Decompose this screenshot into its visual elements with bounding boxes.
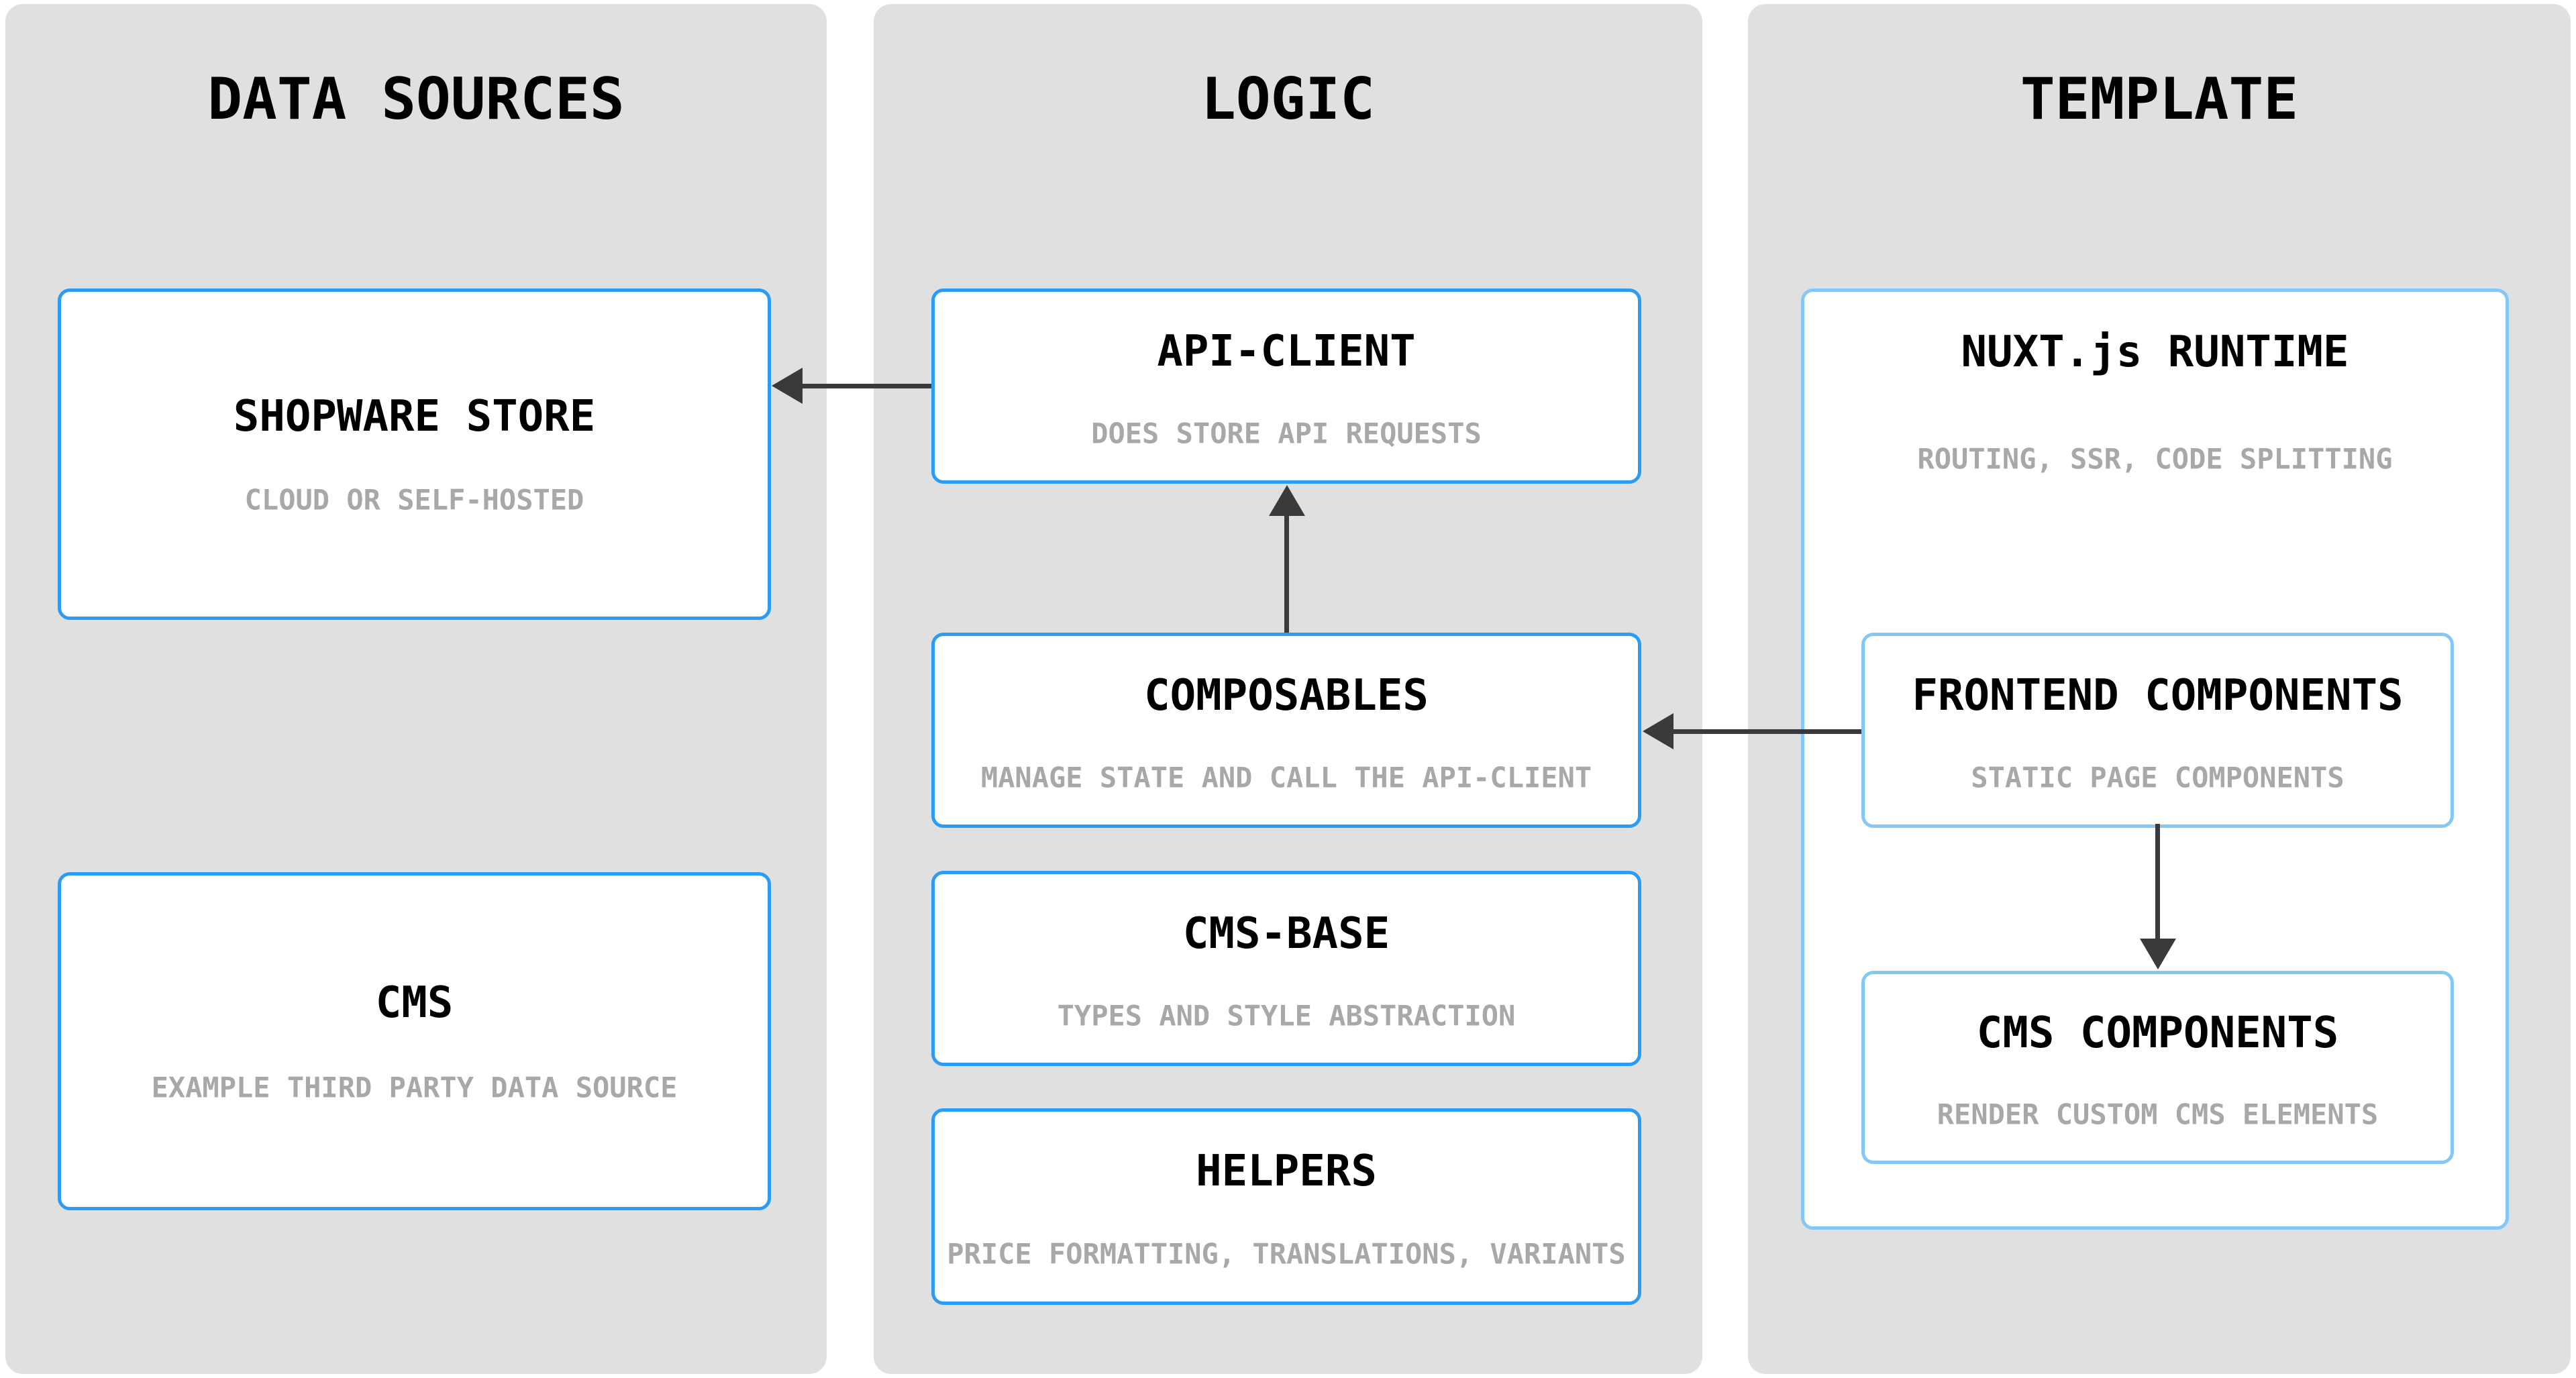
cms-box: CMS EXAMPLE THIRD PARTY DATA SOURCE <box>58 872 771 1210</box>
arrow-api-client-to-shopware-line <box>801 384 931 388</box>
nuxt-runtime-title: NUXT.js RUNTIME <box>1961 327 2349 377</box>
api-client-subtitle: DOES STORE API REQUESTS <box>1091 417 1482 450</box>
arrow-frontend-to-cms-components-head <box>2140 939 2176 969</box>
composables-subtitle: MANAGE STATE AND CALL THE API-CLIENT <box>980 761 1592 794</box>
api-client-box: API-CLIENT DOES STORE API REQUESTS <box>931 288 1641 484</box>
shopware-store-title: SHOPWARE STORE <box>233 392 596 442</box>
column-header-logic: LOGIC <box>1201 66 1375 133</box>
frontend-components-box: FRONTEND COMPONENTS STATIC PAGE COMPONEN… <box>1861 633 2454 828</box>
arrow-frontend-to-cms-components-line <box>2155 824 2160 941</box>
arrow-composables-to-api-client-line <box>1284 513 1289 633</box>
shopware-store-box: SHOPWARE STORE CLOUD OR SELF-HOSTED <box>58 288 771 620</box>
cms-components-box: CMS COMPONENTS RENDER CUSTOM CMS ELEMENT… <box>1861 971 2454 1164</box>
composables-box: COMPOSABLES MANAGE STATE AND CALL THE AP… <box>931 633 1641 828</box>
cms-subtitle: EXAMPLE THIRD PARTY DATA SOURCE <box>151 1071 678 1104</box>
arrow-composables-to-api-client-head <box>1269 485 1305 516</box>
column-header-template: TEMPLATE <box>2020 66 2299 133</box>
frontend-components-title: FRONTEND COMPONENTS <box>1912 670 2404 721</box>
arrow-api-client-to-shopware-head <box>772 368 803 404</box>
composables-title: COMPOSABLES <box>1144 670 1429 721</box>
cms-base-box: CMS-BASE TYPES AND STYLE ABSTRACTION <box>931 871 1641 1066</box>
helpers-box: HELPERS PRICE FORMATTING, TRANSLATIONS, … <box>931 1108 1641 1305</box>
nuxt-runtime-subtitle: ROUTING, SSR, CODE SPLITTING <box>1917 442 2393 476</box>
api-client-title: API-CLIENT <box>1157 326 1416 376</box>
cms-base-title: CMS-BASE <box>1182 908 1390 959</box>
shopware-store-subtitle: CLOUD OR SELF-HOSTED <box>244 483 584 517</box>
cms-components-subtitle: RENDER CUSTOM CMS ELEMENTS <box>1937 1098 2379 1130</box>
cms-title: CMS <box>375 978 454 1028</box>
cms-components-title: CMS COMPONENTS <box>1976 1008 2339 1058</box>
column-template: TEMPLATE NUXT.js RUNTIME ROUTING, SSR, C… <box>1748 4 2571 1374</box>
helpers-title: HELPERS <box>1196 1147 1377 1197</box>
column-header-data-sources: DATA SOURCES <box>207 66 625 133</box>
column-logic: LOGIC API-CLIENT DOES STORE API REQUESTS… <box>874 4 1702 1374</box>
cms-base-subtitle: TYPES AND STYLE ABSTRACTION <box>1057 999 1516 1032</box>
frontend-components-subtitle: STATIC PAGE COMPONENTS <box>1971 761 2345 794</box>
column-data-sources: DATA SOURCES SHOPWARE STORE CLOUD OR SEL… <box>5 4 827 1374</box>
arrow-frontend-to-composables-line <box>1672 729 1861 734</box>
arrow-frontend-to-composables-head <box>1643 713 1673 749</box>
helpers-subtitle: PRICE FORMATTING, TRANSLATIONS, VARIANTS <box>947 1237 1626 1271</box>
